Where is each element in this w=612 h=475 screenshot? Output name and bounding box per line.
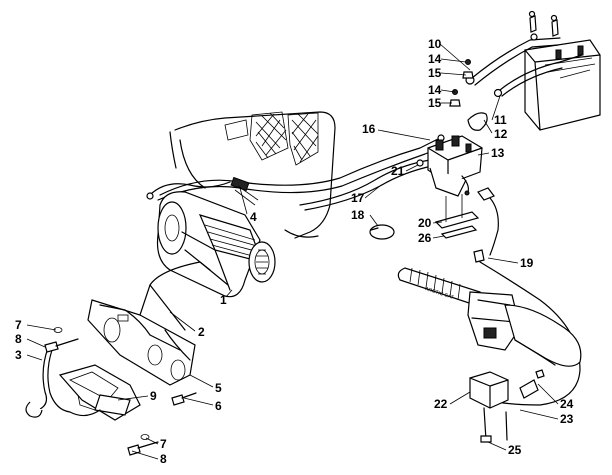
callout-11: 11 bbox=[494, 113, 507, 127]
bolt-washer-lower bbox=[127, 434, 159, 456]
callout-labels: 10 14 15 14 15 11 12 13 16 17 21 18 20 2… bbox=[15, 37, 574, 466]
callout-18: 18 bbox=[351, 208, 365, 222]
callout-22: 22 bbox=[434, 397, 448, 411]
callout-24: 24 bbox=[560, 397, 574, 411]
battery bbox=[524, 39, 601, 131]
terminal-boot bbox=[467, 112, 488, 131]
callout-16: 16 bbox=[362, 122, 376, 136]
callout-1: 1 bbox=[220, 293, 227, 307]
winch-mount-plate bbox=[87, 261, 229, 386]
callout-20: 20 bbox=[418, 216, 432, 230]
callout-23: 23 bbox=[560, 412, 574, 426]
solenoid bbox=[427, 135, 483, 197]
callout-10: 10 bbox=[428, 37, 442, 51]
callout-15-lower: 15 bbox=[428, 96, 442, 110]
callout-13: 13 bbox=[491, 146, 505, 160]
callout-8-lower: 8 bbox=[160, 452, 167, 466]
callout-7-lower: 7 bbox=[160, 437, 167, 451]
callout-5: 5 bbox=[215, 381, 222, 395]
nut-21 bbox=[416, 159, 424, 167]
battery-cables bbox=[465, 10, 583, 98]
switch-harness bbox=[473, 187, 581, 406]
callout-9: 9 bbox=[150, 389, 157, 403]
callout-25: 25 bbox=[508, 443, 522, 457]
callout-2: 2 bbox=[198, 325, 205, 339]
winch-assembly bbox=[146, 181, 276, 298]
callout-15-upper: 15 bbox=[428, 66, 442, 80]
callout-6: 6 bbox=[215, 399, 222, 413]
callout-21: 21 bbox=[391, 164, 405, 178]
cable-tie bbox=[369, 224, 395, 240]
callout-3: 3 bbox=[15, 348, 22, 362]
callout-17: 17 bbox=[351, 191, 365, 205]
handlebar-grip-switch: ARCTIC CAT bbox=[397, 267, 582, 367]
harness-connector bbox=[230, 176, 259, 206]
mounting-pad bbox=[434, 194, 480, 239]
switch-housing bbox=[469, 369, 545, 443]
bolt-6 bbox=[171, 392, 197, 406]
callout-4: 4 bbox=[250, 210, 257, 224]
front-grille bbox=[169, 111, 336, 239]
callout-7-upper: 7 bbox=[15, 318, 22, 332]
winch-cable-hook bbox=[25, 347, 101, 418]
bolt-washer-upper bbox=[44, 327, 79, 353]
callout-14-upper: 14 bbox=[428, 52, 442, 66]
callout-19: 19 bbox=[520, 256, 534, 270]
callout-26: 26 bbox=[418, 231, 432, 245]
leader-lines bbox=[26, 43, 559, 460]
callout-14-lower: 14 bbox=[428, 83, 442, 97]
callout-8-upper: 8 bbox=[15, 332, 22, 346]
fairlead-bracket bbox=[58, 364, 141, 421]
callout-12: 12 bbox=[494, 127, 508, 141]
